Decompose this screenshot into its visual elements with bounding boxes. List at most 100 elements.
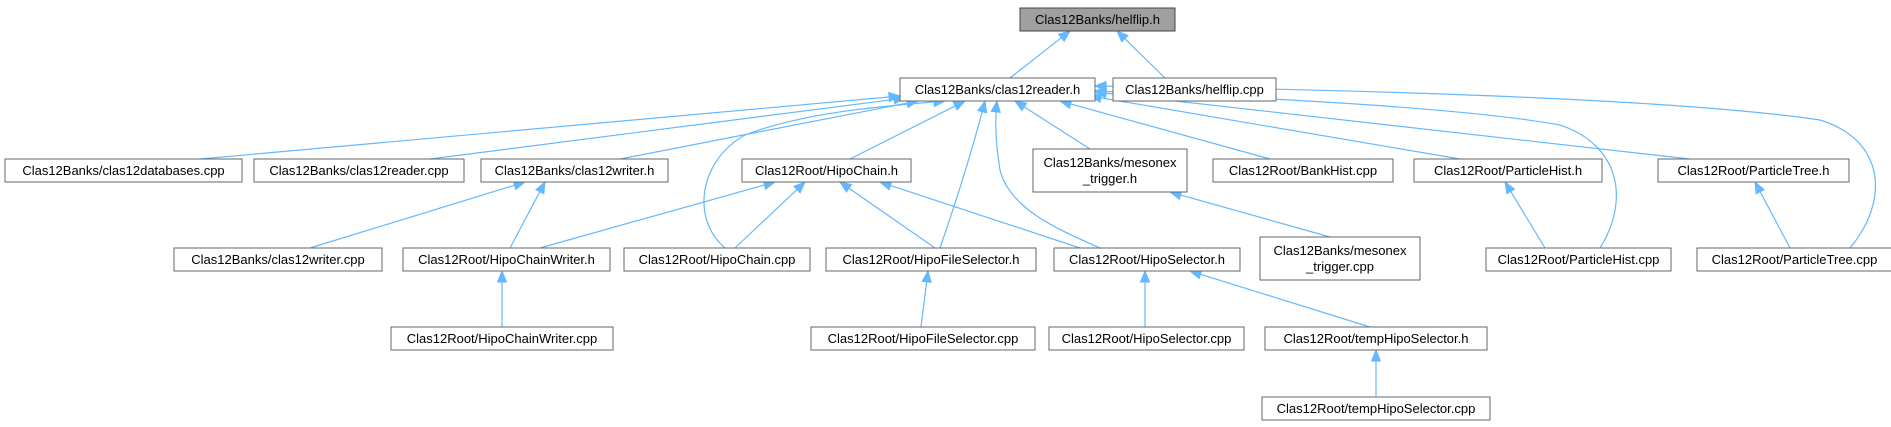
edge-arrowhead [1504, 180, 1516, 195]
edge-arrowhead [1754, 180, 1766, 195]
node-box [4, 158, 243, 183]
edge-temphiposelector_cpp-to-temphiposelector_h [1370, 348, 1382, 397]
node-particlehist-h[interactable]: Clas12Root/ParticleHist.h [1413, 158, 1603, 183]
edge-hipochain_h-to-clas12reader_h [849, 100, 967, 160]
node-label: Clas12Root/ParticleTree.h [1678, 163, 1830, 178]
edge-particlehist_cpp-to-particlehist_h [1504, 180, 1546, 249]
edge-line [1009, 36, 1064, 79]
node-label: Clas12Root/BankHist.cpp [1229, 163, 1377, 178]
edge-line [849, 104, 958, 160]
node-label: Clas12Root/HipoChain.cpp [639, 252, 796, 267]
node-clas12writer-h[interactable]: Clas12Banks/clas12writer.h [480, 158, 669, 183]
edge-line [734, 187, 799, 249]
node-box [1485, 247, 1672, 272]
node-hiposelector-cpp[interactable]: Clas12Root/HipoSelector.cpp [1048, 326, 1245, 351]
node-label: Clas12Root/HipoFileSelector.cpp [828, 331, 1019, 346]
node-label: Clas12Banks/clas12writer.cpp [191, 252, 364, 267]
edge-line [1509, 189, 1546, 249]
edge-line [1068, 102, 1271, 160]
edge-hipofileselector_h-to-clas12reader_h [939, 99, 988, 249]
node-temphiposelector-cpp[interactable]: Clas12Root/tempHipoSelector.cpp [1261, 396, 1491, 421]
node-particletree-h[interactable]: Clas12Root/ParticleTree.h [1657, 158, 1850, 183]
node-label: Clas12Root/HipoSelector.h [1069, 252, 1225, 267]
node-label: Clas12Root/ParticleHist.h [1434, 163, 1582, 178]
node-box [825, 247, 1037, 272]
node-hipofileselector-h[interactable]: Clas12Root/HipoFileSelector.h [825, 247, 1037, 272]
node-hipochain-h[interactable]: Clas12Root/HipoChain.h [741, 158, 912, 183]
node-label: Clas12Root/HipoChain.h [755, 163, 898, 178]
node-box [1053, 247, 1241, 272]
edge-line [619, 102, 910, 160]
node-box [1657, 158, 1850, 183]
node-box [810, 326, 1036, 351]
node-hipochainwriter-h[interactable]: Clas12Root/HipoChainWriter.h [402, 247, 611, 272]
node-clas12reader-cpp[interactable]: Clas12Banks/clas12reader.cpp [253, 158, 465, 183]
node-mesonex-trigger-cpp[interactable]: Clas12Banks/mesonex_trigger.cpp [1259, 236, 1421, 281]
nodes-layer: Clas12Banks/helflip.hClas12Banks/clas12r… [4, 7, 1891, 421]
edge-line [939, 100, 986, 249]
node-label: _trigger.h [1082, 171, 1137, 186]
node-clas12databases-cpp[interactable]: Clas12Banks/clas12databases.cpp [4, 158, 243, 183]
edge-hipochain_cpp-to-hipochain_h [734, 181, 806, 249]
node-label: Clas12Root/HipoChainWriter.h [418, 252, 595, 267]
node-helflip-cpp[interactable]: Clas12Banks/helflip.cpp [1112, 77, 1277, 102]
node-box [402, 247, 611, 272]
node-hipofileselector-cpp[interactable]: Clas12Root/HipoFileSelector.cpp [810, 326, 1036, 351]
node-bankhist-cpp[interactable]: Clas12Root/BankHist.cpp [1212, 158, 1394, 183]
node-particletree-cpp[interactable]: Clas12Root/ParticleTree.cpp [1696, 247, 1891, 272]
node-label: Clas12Root/tempHipoSelector.cpp [1277, 401, 1476, 416]
edge-arrowhead [1370, 348, 1382, 362]
node-label: Clas12Root/ParticleHist.cpp [1498, 252, 1660, 267]
node-box [390, 326, 614, 351]
node-label: Clas12Root/HipoFileSelector.h [842, 252, 1019, 267]
node-label: Clas12Banks/clas12databases.cpp [22, 163, 224, 178]
node-label: Clas12Banks/clas12reader.cpp [269, 163, 448, 178]
edge-line [1178, 193, 1331, 238]
edge-line [429, 98, 897, 160]
edge-arrowhead [496, 269, 508, 283]
node-hipochain-cpp[interactable]: Clas12Root/HipoChain.cpp [623, 247, 811, 272]
node-label: _trigger.cpp [1305, 259, 1374, 274]
edge-arrowhead [534, 180, 546, 195]
edge-line [888, 184, 1081, 249]
edge-line [539, 183, 767, 249]
node-mesonex-trigger-h[interactable]: Clas12Banks/mesonex_trigger.h [1032, 148, 1188, 193]
edge-line [1198, 273, 1371, 328]
edge-line [1758, 189, 1791, 249]
edge-mesonex_trigger_cpp-to-mesonex_trigger_h [1168, 190, 1331, 238]
edge-clas12writer_cpp-to-clas12writer_h [309, 180, 527, 249]
node-label: Clas12Banks/helflip.cpp [1125, 82, 1264, 97]
node-hipochainwriter-cpp[interactable]: Clas12Root/HipoChainWriter.cpp [390, 326, 614, 351]
node-label: Clas12Root/HipoSelector.cpp [1062, 331, 1232, 346]
node-clas12writer-cpp[interactable]: Clas12Banks/clas12writer.cpp [173, 247, 383, 272]
node-clas12reader-h[interactable]: Clas12Banks/clas12reader.h [899, 77, 1096, 102]
edge-arrowhead [1093, 80, 1107, 92]
node-box [1032, 148, 1188, 193]
edge-clas12databases_cpp-to-clas12reader_h [199, 91, 902, 160]
edge-mesonex_trigger_h-to-clas12reader_h [1013, 100, 1091, 150]
node-helflip-h[interactable]: Clas12Banks/helflip.h [1019, 7, 1176, 32]
edge-hipochainwriter_cpp-to-hipochainwriter_h [496, 269, 508, 327]
node-label: Clas12Banks/clas12reader.h [915, 82, 1081, 97]
node-hiposelector-h[interactable]: Clas12Root/HipoSelector.h [1053, 247, 1241, 272]
edge-line [509, 189, 542, 249]
edge-line [995, 100, 1101, 249]
node-label: Clas12Banks/mesonex [1274, 243, 1407, 258]
node-box [1696, 247, 1891, 272]
node-particlehist-cpp[interactable]: Clas12Root/ParticleHist.cpp [1485, 247, 1672, 272]
edge-line [1103, 92, 1691, 160]
node-box [253, 158, 465, 183]
edge-line [920, 279, 928, 328]
edge-arrowhead [921, 269, 932, 284]
edge-arrowhead [838, 181, 853, 193]
node-box [1264, 326, 1488, 351]
edge-line [309, 184, 517, 249]
node-box [1048, 326, 1245, 351]
edge-hipofileselector_cpp-to-hipofileselector_h [920, 269, 932, 328]
edge-arrowhead [1116, 30, 1129, 43]
node-box [623, 247, 811, 272]
edge-line [1022, 105, 1091, 150]
node-temphiposelector-h[interactable]: Clas12Root/tempHipoSelector.h [1264, 326, 1488, 351]
edges-layer [199, 30, 1877, 397]
